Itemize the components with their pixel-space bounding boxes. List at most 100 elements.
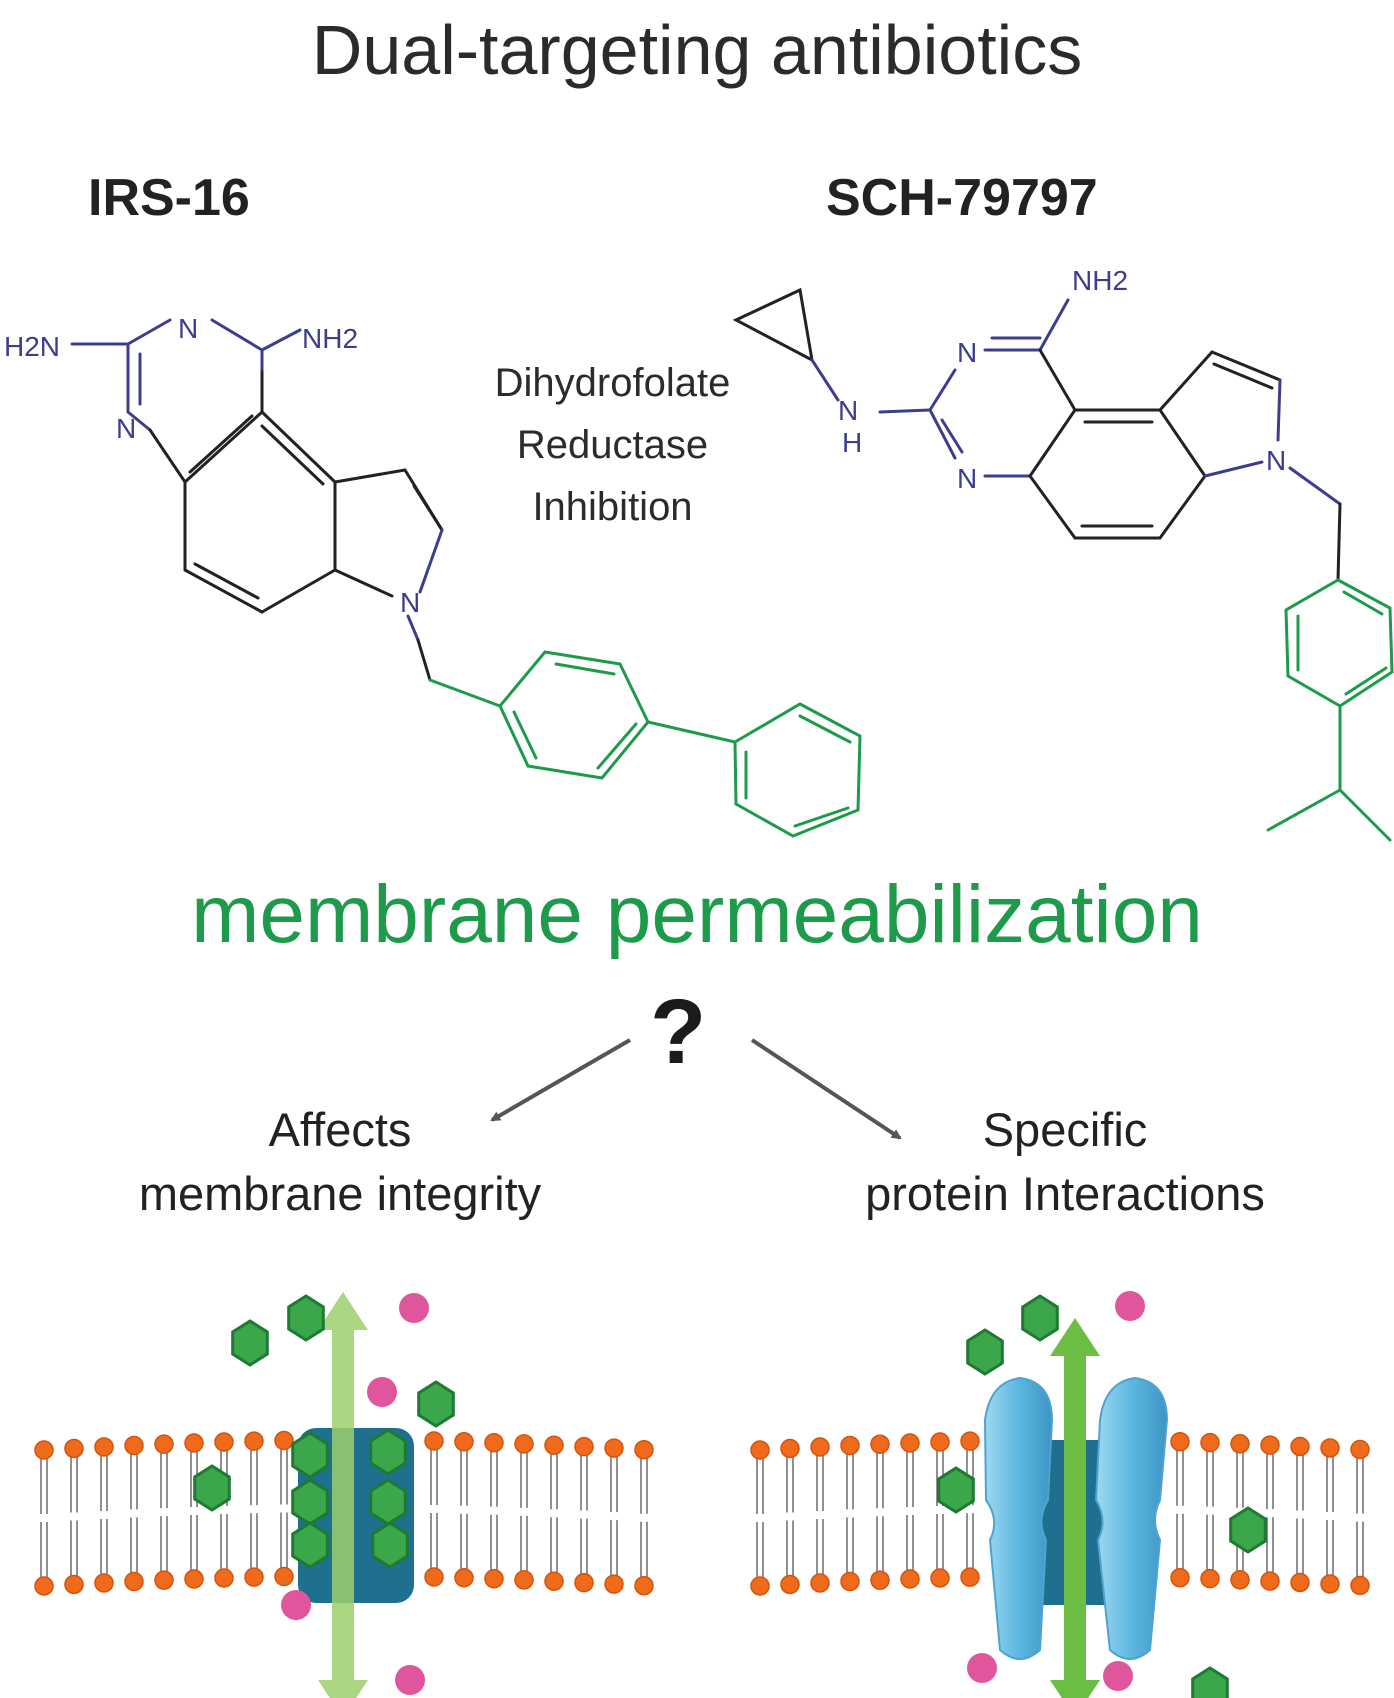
lipid-head [900, 1569, 920, 1589]
figure-title: Dual-targeting antibiotics [311, 11, 1083, 89]
drug-molecule [193, 1464, 231, 1512]
lipid-head [574, 1436, 594, 1457]
lipid-tails [610, 1456, 618, 1577]
lipid-head [604, 1574, 624, 1594]
atom-n: N [957, 463, 977, 494]
atom-nh2: NH2 [302, 323, 358, 354]
lipid-head [424, 1567, 444, 1587]
atom-nh: N [838, 395, 858, 426]
lipid-tails [280, 1448, 288, 1569]
lipid-tails [846, 1453, 854, 1574]
lipid-head [780, 1438, 800, 1459]
lipid-tails [966, 1449, 974, 1570]
membrane-left [34, 1430, 654, 1596]
lipid-head [454, 1568, 474, 1588]
lipid-head [840, 1571, 860, 1592]
lipid-head [1260, 1435, 1280, 1455]
lipid-head [1290, 1436, 1310, 1457]
arrow-left [490, 1038, 632, 1122]
lipid-head [154, 1434, 174, 1454]
lipid-head [750, 1440, 770, 1460]
mechanism-line-2: Reductase [516, 423, 709, 467]
ions-left [281, 1293, 429, 1695]
channel-subunit-right [1094, 1376, 1169, 1660]
lipid-head [184, 1433, 204, 1453]
atom-h2n: H2N [4, 331, 60, 362]
lipid-head [960, 1431, 980, 1451]
lipid-head [574, 1572, 594, 1593]
lipid-head [634, 1575, 654, 1596]
drug-molecule [291, 1521, 329, 1569]
ion [399, 1293, 429, 1323]
lipid-head [900, 1433, 920, 1453]
sch79797-atom-labels: NH2 N N N H N [838, 265, 1286, 494]
outcome-left: Affects membrane integrity [40, 1098, 640, 1226]
channel-subunit-left [983, 1376, 1054, 1660]
lipid-head [484, 1433, 504, 1453]
sch79797-structure [732, 287, 1394, 842]
drug-molecule [369, 1478, 407, 1526]
lipid-head [1230, 1570, 1250, 1590]
irs16-structure [70, 318, 862, 838]
lipid-head [810, 1437, 830, 1457]
drug-molecule [291, 1478, 329, 1526]
double-arrow-left [318, 1292, 368, 1698]
lipid-head [154, 1570, 174, 1590]
lipid-tails [640, 1457, 648, 1578]
lipid-tails [100, 1454, 108, 1575]
mechanism-line-1: Dihydrofolate [494, 361, 731, 405]
outcome-left-line-1: Affects [268, 1103, 412, 1156]
lipid-head [1350, 1575, 1370, 1596]
lipid-head [1200, 1432, 1220, 1453]
lipid-head [34, 1576, 54, 1596]
lipid-tails [430, 1449, 438, 1569]
atom-h: H [842, 427, 862, 458]
ion [1115, 1291, 1145, 1321]
lipid-head [214, 1432, 234, 1452]
atom-nh2: NH2 [1072, 265, 1128, 296]
drug-molecules-left [193, 1294, 455, 1569]
lipid-head [1170, 1567, 1190, 1588]
lipid-head [184, 1569, 204, 1589]
drug-molecules-right [937, 1294, 1267, 1698]
lipid-head [244, 1567, 264, 1587]
drug-molecule [369, 1428, 407, 1476]
ion [967, 1653, 997, 1683]
lipid-head [1320, 1438, 1340, 1458]
ion [281, 1590, 311, 1620]
lipid-head [244, 1431, 264, 1451]
lipid-head [484, 1569, 504, 1589]
lipid-head [1170, 1431, 1190, 1452]
drug-molecule [1021, 1294, 1059, 1342]
lipid-tails [250, 1449, 258, 1570]
lipid-head [514, 1434, 534, 1454]
lipid-head [454, 1432, 474, 1452]
lipid-tails [160, 1452, 168, 1573]
lipid-tails [906, 1451, 914, 1572]
lipid-head [810, 1573, 830, 1593]
lipid-head [1290, 1572, 1310, 1593]
atom-n: N [1266, 445, 1286, 476]
membrane-right [750, 1431, 1370, 1596]
lipid-head [1350, 1439, 1370, 1460]
lipid-head [870, 1570, 890, 1590]
lipid-head [274, 1566, 294, 1587]
lipid-tails [786, 1456, 794, 1577]
drug-molecule [417, 1380, 455, 1428]
lipid-head [930, 1432, 950, 1452]
lipid-tails [756, 1458, 764, 1578]
lipid-tails [70, 1456, 78, 1577]
lipid-head [960, 1567, 980, 1587]
mechanism-line-3: Inhibition [532, 485, 693, 529]
effect-label: membrane permeabilization [191, 869, 1203, 960]
lipid-tails [1266, 1453, 1274, 1574]
lipid-head [64, 1438, 84, 1459]
lipid-head [214, 1568, 234, 1588]
lipid-tails [816, 1454, 824, 1575]
arrow-right [750, 1038, 902, 1140]
atom-n: N [116, 413, 136, 444]
lipid-head [274, 1430, 294, 1451]
lipid-head [840, 1435, 860, 1456]
drug-molecule [1191, 1666, 1229, 1698]
drug-molecule [1229, 1506, 1267, 1554]
